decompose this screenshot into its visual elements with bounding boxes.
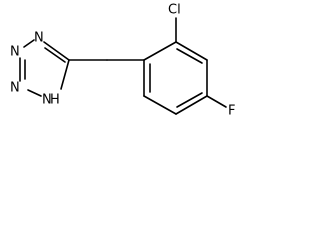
chemical-structure-diagram: N N N N H Cl F: [10, 3, 235, 119]
bond-n4-c5: [43, 41, 70, 61]
atom-label-n-upper-left: N: [10, 45, 20, 60]
atom-label-n-top: N: [34, 31, 44, 46]
bond-n2-n3: [23, 39, 35, 48]
bond-c4-f: [206, 95, 227, 108]
tetrazole-ring: [19, 39, 70, 97]
bond-c2-c3: [175, 41, 208, 61]
bond-c4-c5: [175, 95, 208, 115]
bond-nh-n1: [27, 89, 42, 97]
bond-c5-c6: [143, 95, 177, 115]
atom-label-f: F: [228, 104, 235, 119]
bond-c2-c3-double: [176, 48, 203, 64]
bond-c1-c2: [143, 41, 177, 61]
bond-n4-c5-double: [44, 47, 66, 63]
bond-c4-c5-double: [176, 92, 203, 108]
bond-c5-nh: [60, 59, 70, 90]
atom-label-nh-n: N: [42, 93, 52, 108]
benzene-ring: [143, 41, 208, 115]
atom-label-n-lower-left: N: [10, 81, 20, 96]
atom-label-cl: Cl: [168, 3, 181, 18]
atom-label-nh-h: H: [50, 93, 60, 108]
